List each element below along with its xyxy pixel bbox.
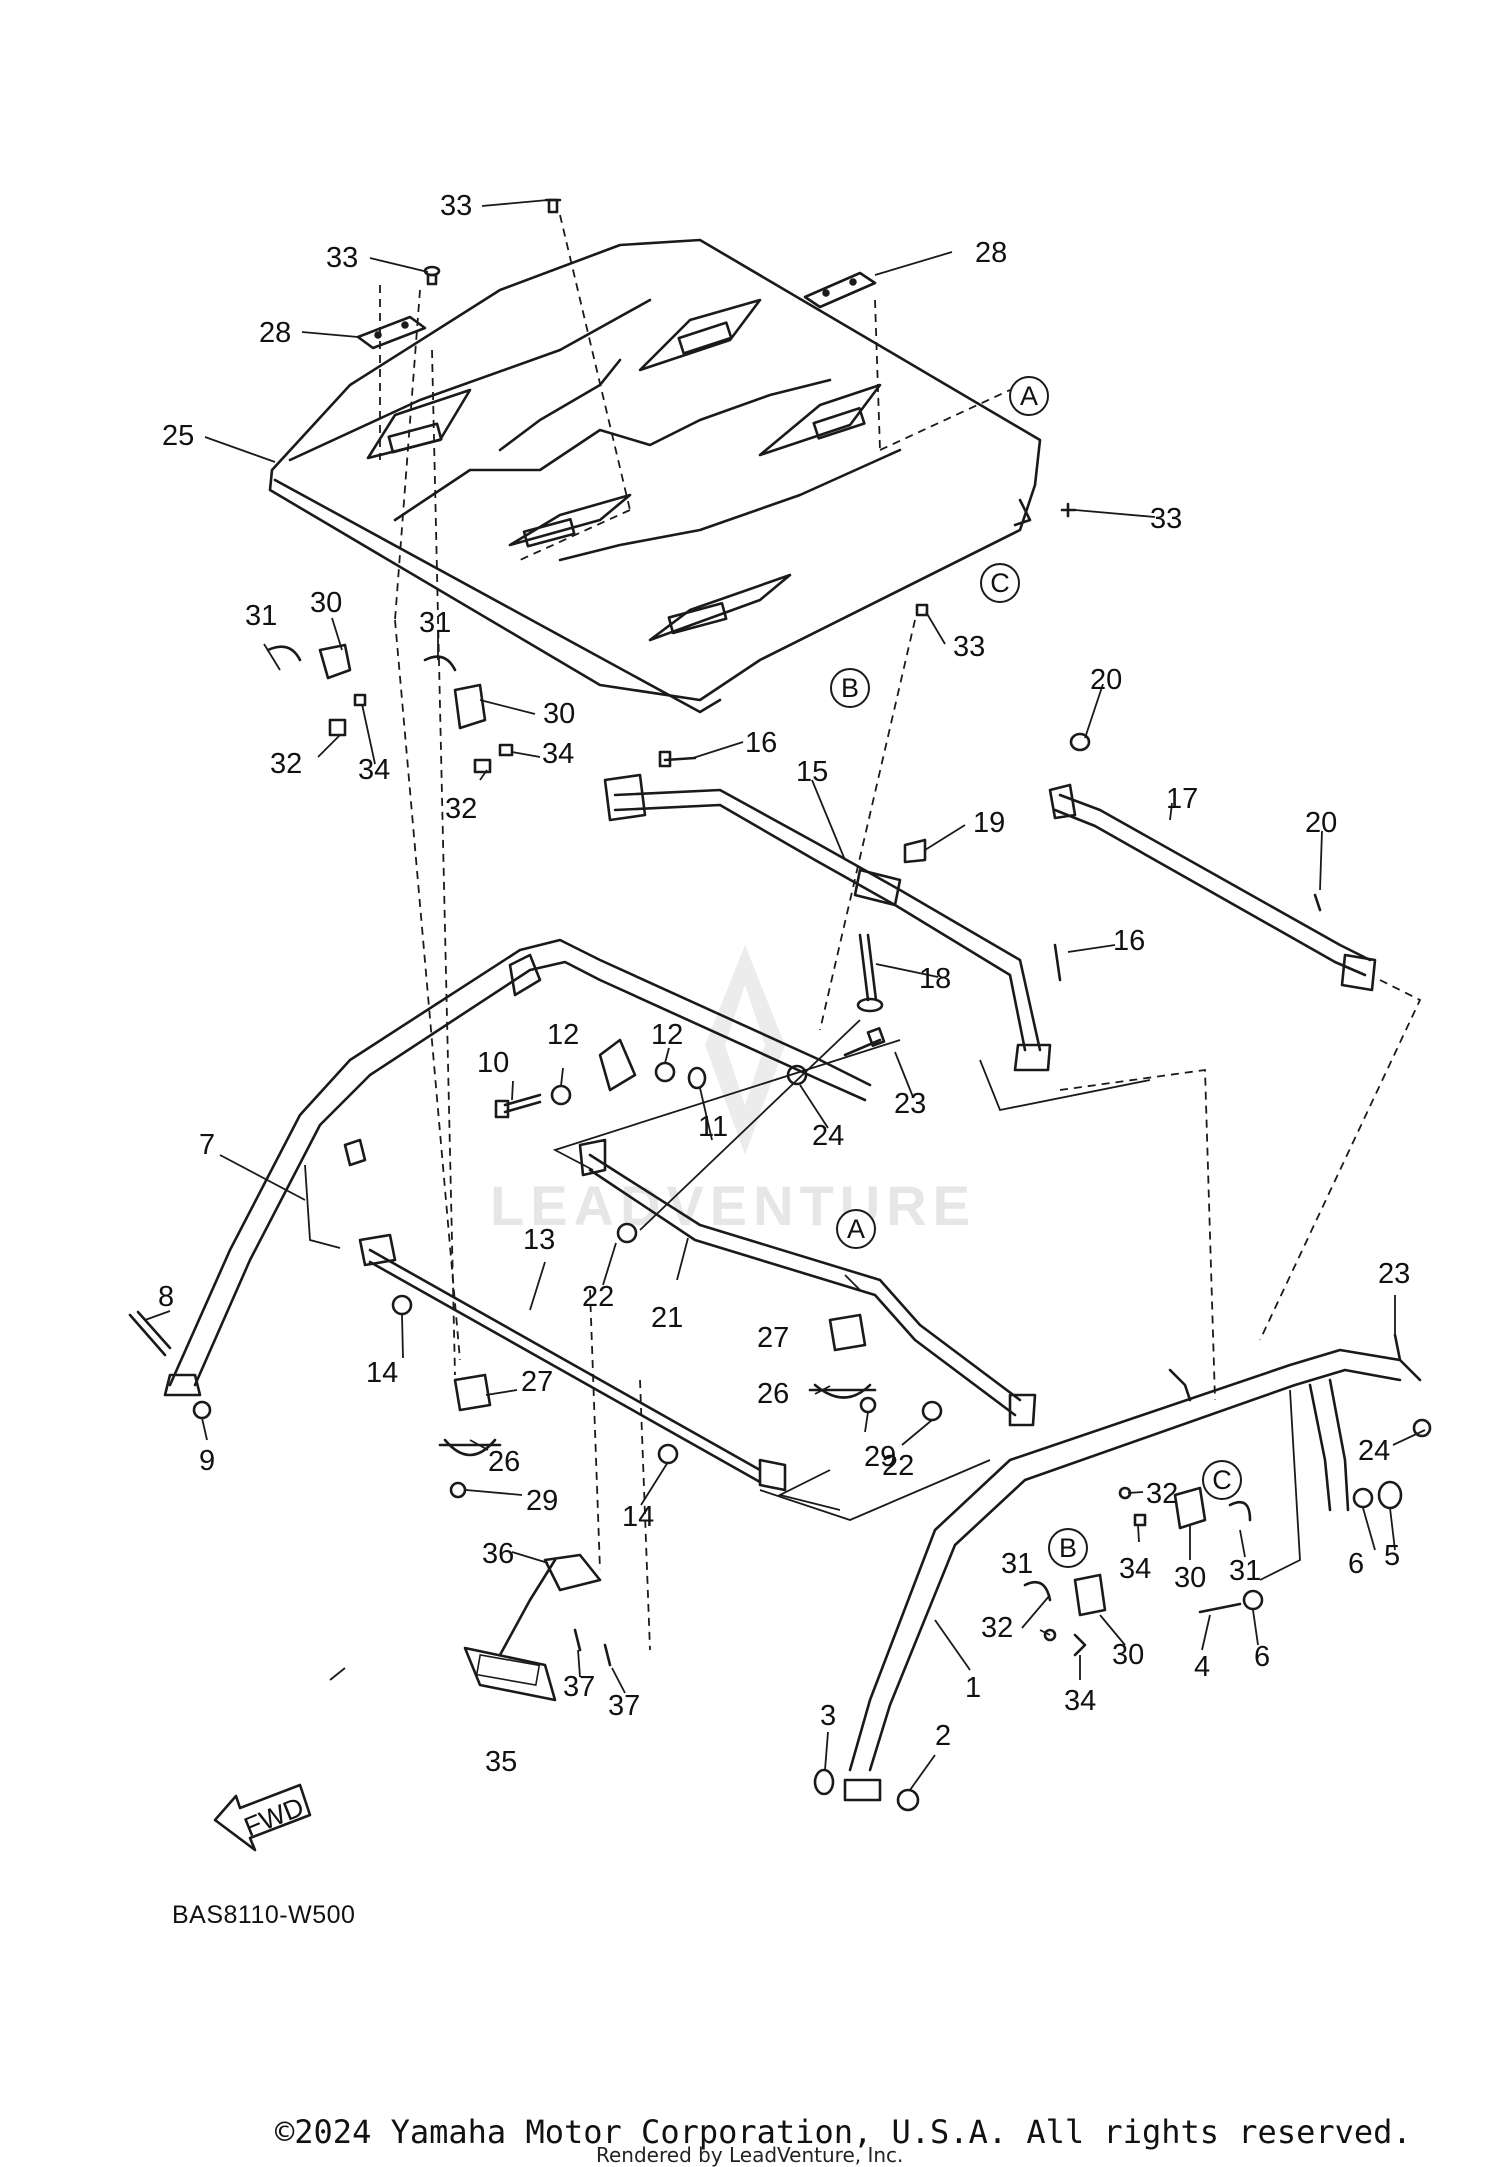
ref-a-roof: A — [1020, 381, 1038, 411]
callout-31: 31 — [1229, 1555, 1261, 1587]
watermark: LEADVENTURE — [490, 945, 976, 1237]
callout-36: 36 — [482, 1538, 514, 1570]
callout-32: 32 — [445, 793, 477, 825]
leader-lines — [144, 199, 1426, 1791]
roof-clips-right — [1023, 1486, 1252, 1657]
rendered-by: Rendered by LeadVenture, Inc. — [596, 2143, 904, 2167]
watermark-text: LEADVENTURE — [490, 1174, 976, 1237]
callout-16: 16 — [1113, 925, 1145, 957]
fwd-label: FWD — [240, 1792, 308, 1843]
callout-9: 9 — [199, 1445, 215, 1477]
mirror-assembly[interactable] — [463, 1553, 612, 1702]
callout-28: 28 — [975, 237, 1007, 269]
callout-33: 33 — [440, 190, 472, 222]
callout-30: 30 — [310, 587, 342, 619]
callout-24: 24 — [1358, 1435, 1390, 1467]
callout-6: 6 — [1348, 1548, 1364, 1580]
callout-28: 28 — [259, 317, 291, 349]
clamp-assemblies — [438, 1313, 877, 1499]
callout-29: 29 — [526, 1485, 558, 1517]
callout-23: 23 — [894, 1088, 926, 1120]
callout-13: 13 — [523, 1224, 555, 1256]
ref-b-clip: B — [1059, 1533, 1077, 1563]
callout-32: 32 — [270, 748, 302, 780]
callout-34: 34 — [358, 754, 390, 786]
callout-15: 15 — [796, 756, 828, 788]
ref-c-roof: C — [990, 568, 1010, 598]
callout-11: 11 — [698, 1111, 728, 1143]
reference-markers: A A B B C C — [830, 376, 1242, 1568]
callout-35: 35 — [485, 1746, 517, 1778]
roof-panel[interactable] — [268, 238, 1042, 714]
callout-30: 30 — [543, 698, 575, 730]
callout-7: 7 — [199, 1129, 215, 1161]
ref-a-crossbar: A — [847, 1214, 865, 1244]
callout-1: 1 — [965, 1672, 981, 1704]
copyright-notice: ©2024 Yamaha Motor Corporation, U.S.A. A… — [275, 2113, 1412, 2151]
callout-30: 30 — [1174, 1562, 1206, 1594]
roof-clips-left — [266, 643, 514, 774]
callout-25: 25 — [162, 420, 194, 452]
callout-22: 22 — [582, 1281, 614, 1313]
callout-27: 27 — [521, 1366, 553, 1398]
callout-33: 33 — [326, 242, 358, 274]
roof-hardware — [356, 198, 1077, 617]
assembly-dashed-lines — [379, 214, 1422, 1651]
small-hardware — [128, 732, 1432, 1812]
callout-30: 30 — [1112, 1639, 1144, 1671]
callout-32: 32 — [1146, 1478, 1178, 1510]
callout-5: 5 — [1384, 1540, 1400, 1572]
callout-33: 33 — [1150, 503, 1182, 535]
callout-27: 27 — [757, 1322, 789, 1354]
callout-34: 34 — [542, 738, 574, 770]
callout-29: 29 — [864, 1441, 896, 1473]
callout-23: 23 — [1378, 1258, 1410, 1290]
ref-c-clip: C — [1212, 1465, 1232, 1495]
callout-10: 10 — [477, 1047, 509, 1079]
callout-26: 26 — [488, 1446, 520, 1478]
callout-32: 32 — [981, 1612, 1013, 1644]
callout-20: 20 — [1305, 807, 1337, 839]
callout-26: 26 — [757, 1378, 789, 1410]
callout-3: 3 — [820, 1700, 836, 1732]
callout-4: 4 — [1194, 1651, 1210, 1683]
callout-31: 31 — [245, 600, 277, 632]
reference-lines — [304, 1019, 1301, 1581]
callout-37: 37 — [563, 1671, 595, 1703]
callout-16: 16 — [745, 727, 777, 759]
callout-33: 33 — [953, 631, 985, 663]
callout-2: 2 — [935, 1720, 951, 1752]
callout-34: 34 — [1119, 1553, 1151, 1585]
callout-14: 14 — [366, 1357, 398, 1389]
callout-12: 12 — [651, 1019, 683, 1051]
crossbars[interactable] — [358, 773, 1377, 1492]
callouts: 33 33 28 28 25 33 33 31 30 31 30 32 34 3… — [158, 190, 1410, 1778]
ref-b-roof: B — [841, 673, 859, 703]
callout-18: 18 — [919, 963, 951, 995]
callout-12: 12 — [547, 1019, 579, 1051]
callout-31: 31 — [419, 607, 451, 639]
callout-31: 31 — [1001, 1548, 1033, 1580]
callout-24: 24 — [812, 1120, 844, 1152]
rear-frame-bar[interactable] — [843, 1348, 1422, 1802]
callout-20: 20 — [1090, 664, 1122, 696]
callout-22: 22 — [882, 1450, 914, 1482]
fwd-arrow: FWD — [213, 1783, 312, 1852]
callout-17: 17 — [1166, 783, 1198, 815]
callout-8: 8 — [158, 1281, 174, 1313]
diagram-code: BAS8110-W500 — [172, 1901, 355, 1929]
callout-6: 6 — [1254, 1641, 1270, 1673]
callout-34: 34 — [1064, 1685, 1096, 1717]
callout-21: 21 — [651, 1302, 683, 1334]
callout-37: 37 — [608, 1690, 640, 1722]
callout-19: 19 — [973, 807, 1005, 839]
front-frame-bar[interactable] — [163, 938, 872, 1397]
callout-14: 14 — [622, 1501, 654, 1533]
